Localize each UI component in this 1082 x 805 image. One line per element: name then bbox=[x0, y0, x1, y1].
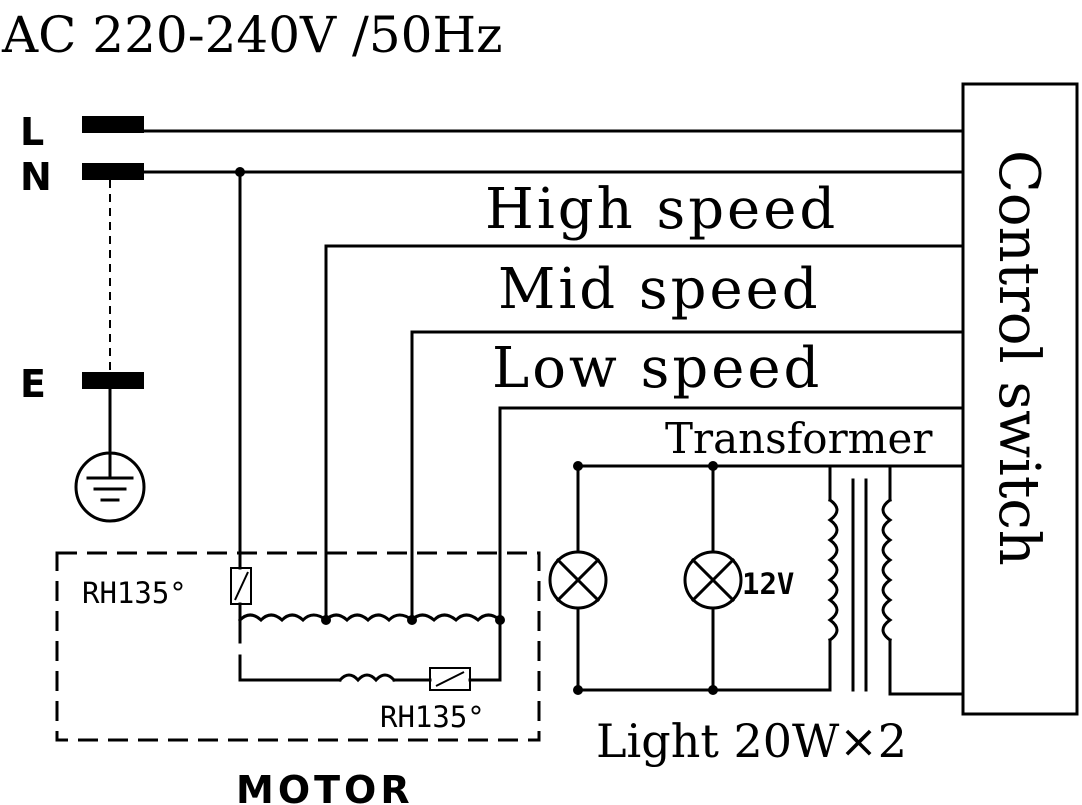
lamp-voltage-label: 12V bbox=[742, 567, 794, 601]
mid-speed-wire bbox=[410, 330, 965, 622]
motor-label: MOTOR bbox=[236, 768, 414, 805]
lamp-2-icon bbox=[683, 550, 743, 610]
thermal-protector-bottom bbox=[429, 667, 471, 691]
control-switch-box bbox=[961, 82, 1079, 716]
transformer-symbol bbox=[827, 464, 965, 696]
light-label: Light 20W×2 bbox=[596, 714, 907, 768]
low-tap-dot bbox=[495, 615, 505, 625]
supply-title: AC 220-240V /50Hz bbox=[1, 6, 502, 64]
thermal-protector-bottom-label: RH135° bbox=[380, 700, 485, 734]
low-speed-label: Low speed bbox=[492, 336, 822, 401]
high-speed-wire bbox=[324, 244, 965, 622]
ground-icon bbox=[74, 387, 146, 523]
terminal-l-block bbox=[82, 116, 144, 133]
main-winding-coil bbox=[237, 613, 503, 623]
terminal-n-label: N bbox=[20, 155, 52, 199]
low-speed-wire bbox=[498, 406, 965, 682]
thermal-protector-top-label: RH135° bbox=[82, 576, 187, 610]
terminal-e-label: E bbox=[20, 362, 46, 406]
high-tap-dot bbox=[321, 615, 331, 625]
mid-speed-label: Mid speed bbox=[498, 257, 821, 322]
high-speed-label: High speed bbox=[485, 177, 838, 242]
thermal-protector-top bbox=[230, 567, 252, 682]
aux-winding-coil bbox=[337, 673, 397, 683]
terminal-n-block bbox=[82, 163, 144, 180]
control-switch-label: Control switch bbox=[986, 150, 1051, 566]
terminal-e-block bbox=[82, 372, 144, 389]
motor-enclosure bbox=[55, 551, 541, 742]
mid-tap-dot bbox=[407, 615, 417, 625]
terminal-l-label: L bbox=[20, 110, 44, 154]
transformer-label: Transformer bbox=[665, 414, 933, 463]
neutral-junction-dot bbox=[235, 167, 245, 177]
lamp-1-icon bbox=[548, 550, 608, 610]
